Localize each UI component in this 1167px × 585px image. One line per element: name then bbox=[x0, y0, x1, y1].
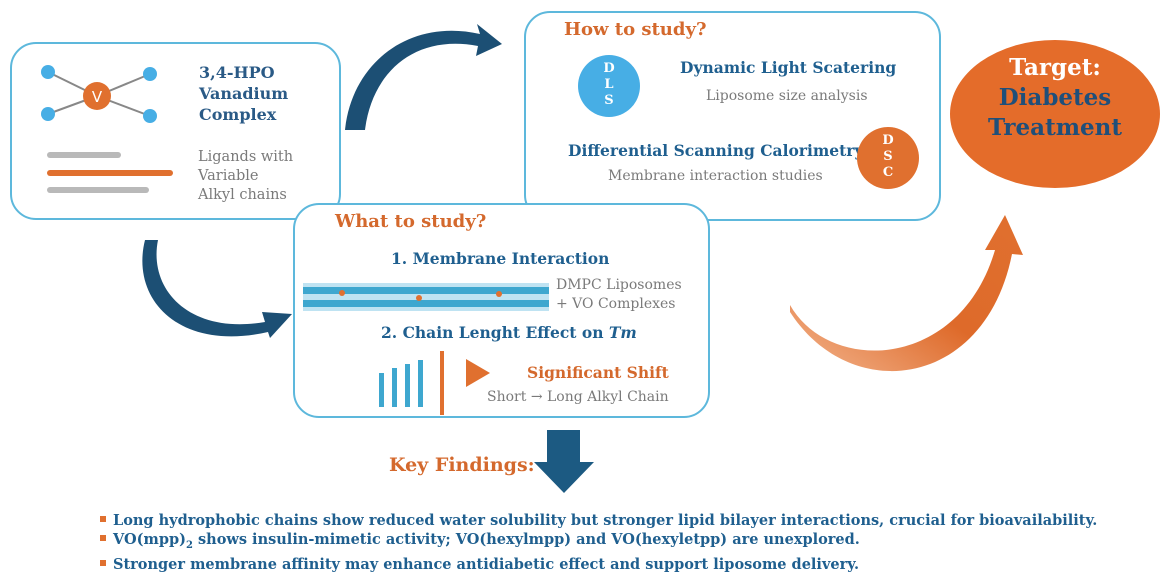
key-findings-title: Key Findings: bbox=[389, 454, 535, 476]
chain-bar bbox=[418, 360, 423, 407]
finding-item: Long hydrophobic chains show reduced wat… bbox=[100, 511, 1160, 530]
arrow-down-key-findings bbox=[534, 430, 594, 493]
right-arrow-icon: → bbox=[530, 389, 543, 405]
dsc-title: Differential Scanning Calorimetry bbox=[568, 141, 864, 160]
arrow-to-target bbox=[790, 215, 1023, 372]
dsc-description: Membrane interaction studies bbox=[608, 168, 823, 184]
chain-length-title: 2. Chain Lenght Effect on Tm bbox=[381, 323, 637, 342]
ligand-bar-short bbox=[47, 152, 121, 158]
chain-bar bbox=[379, 373, 384, 407]
finding-item: VO(mpp)2 shows insulin-mimetic activity;… bbox=[100, 530, 1160, 555]
vo-complex-dot bbox=[339, 290, 345, 296]
vo-complex-dot bbox=[496, 291, 502, 297]
bullet-icon bbox=[100, 535, 106, 541]
target-label: Target: bbox=[1009, 54, 1101, 81]
dsc-badge: D S C bbox=[857, 127, 919, 189]
key-findings-list: Long hydrophobic chains show reduced wat… bbox=[100, 511, 1160, 574]
chain-bar bbox=[405, 364, 410, 407]
lipid-bilayer-icon bbox=[303, 283, 549, 311]
arrow-to-what-to-study bbox=[142, 240, 292, 338]
dls-badge: D L S bbox=[578, 55, 640, 117]
ligand-bar-long bbox=[47, 170, 173, 176]
target-diabetes: Diabetes bbox=[998, 84, 1112, 111]
dls-description: Liposome size analysis bbox=[706, 88, 868, 104]
significant-shift-label: Significant Shift bbox=[527, 363, 669, 382]
dls-title: Dynamic Light Scatering bbox=[680, 58, 897, 77]
bullet-icon bbox=[100, 516, 106, 522]
arrow-to-how-to-study bbox=[345, 24, 502, 130]
membrane-caption: DMPC Liposomes + VO Complexes bbox=[556, 277, 682, 312]
ligand-description: Ligands with Variable Alkyl chains bbox=[198, 149, 294, 203]
target-ellipse: Target: Diabetes Treatment bbox=[950, 40, 1160, 188]
what-to-study-title: What to study? bbox=[335, 211, 487, 232]
complex-title: 3,4-HPO Vanadium Complex bbox=[199, 63, 289, 124]
how-to-study-title: How to study? bbox=[564, 19, 707, 40]
chain-bar bbox=[392, 368, 397, 407]
play-arrow-icon bbox=[466, 359, 490, 387]
membrane-interaction-title: 1. Membrane Interaction bbox=[391, 249, 610, 268]
what-to-study-box: What to study? 1. Membrane Interaction D… bbox=[293, 203, 710, 418]
target-treatment: Treatment bbox=[987, 114, 1123, 141]
tm-shift-marker bbox=[440, 351, 444, 415]
vo-complex-dot bbox=[416, 295, 422, 301]
vanadium-complex-box: V 3,4-HPO Vanadium Complex Ligands with … bbox=[10, 42, 341, 220]
vanadium-complex-molecule-icon: V bbox=[41, 65, 157, 123]
short-to-long-label: Short → Long Alkyl Chain bbox=[487, 389, 669, 405]
finding-item: Stronger membrane affinity may enhance a… bbox=[100, 555, 1160, 574]
ligand-bar-medium bbox=[47, 187, 149, 193]
how-to-study-box: How to study? D L S Dynamic Light Scater… bbox=[524, 11, 941, 221]
bullet-icon bbox=[100, 559, 106, 566]
vanadium-symbol: V bbox=[92, 88, 103, 106]
